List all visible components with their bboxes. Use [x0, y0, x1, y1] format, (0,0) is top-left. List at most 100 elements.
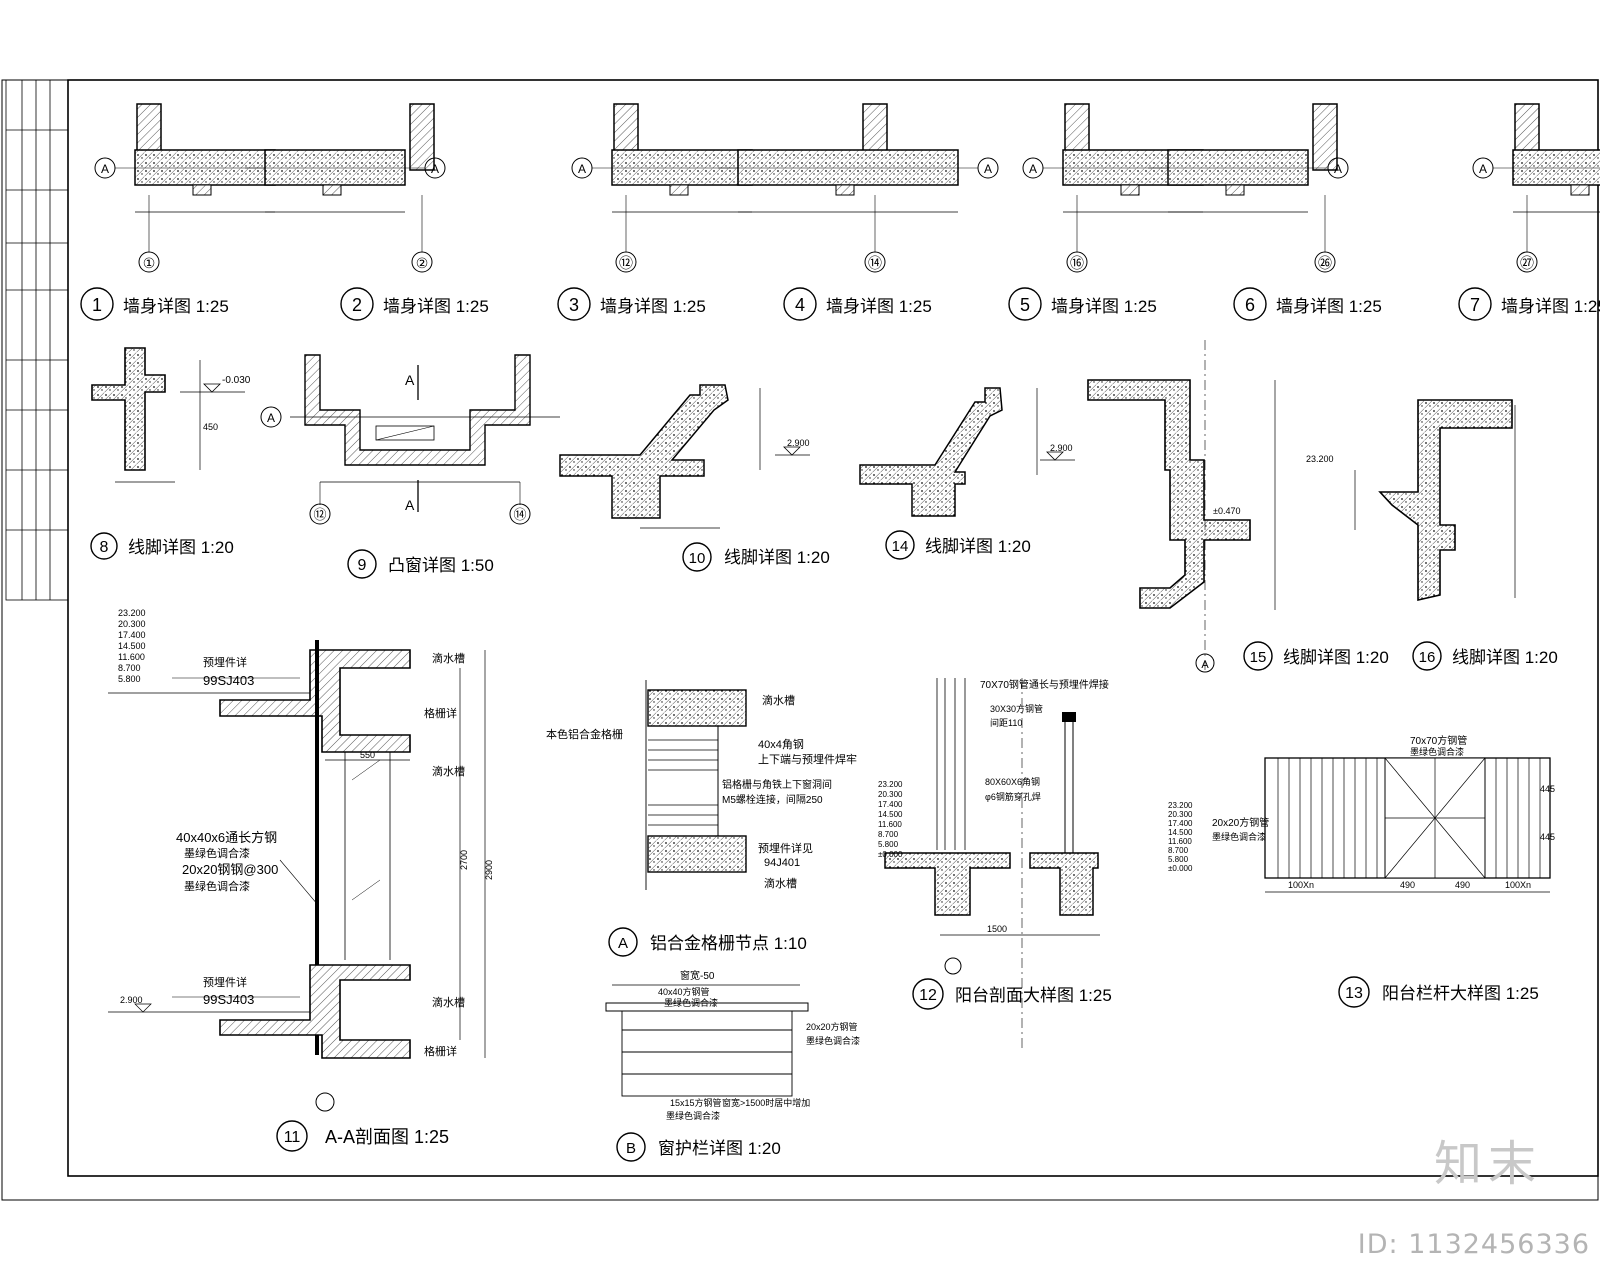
axis-bubble	[1516, 251, 1538, 273]
detail-4-num-circle	[783, 287, 817, 321]
d13-note-3: 20x20方钢管	[1212, 816, 1269, 829]
detail-b-num: B	[626, 1140, 636, 1157]
d12-elev-right-7: ±0.000	[1168, 864, 1193, 873]
d11-elev-2: 17.400	[118, 630, 146, 640]
d13-note-2: 墨绿色调合漆	[1410, 746, 1464, 757]
detail-8-num-circle	[90, 532, 118, 560]
d12-elev-right-3: 14.500	[1168, 828, 1193, 837]
grid-label: A	[431, 162, 439, 176]
d11-dim-a: 2900	[484, 860, 494, 880]
detail-9-axis-left: ⑫	[313, 507, 326, 522]
d12-dim-width: 1500	[987, 924, 1007, 934]
d11-elev-5: 8.700	[118, 663, 141, 673]
d11-callout-4: 滴水槽	[432, 995, 465, 1009]
detail-b-note-2: 20x20方钢管	[806, 1021, 858, 1032]
d12-elev-left-7: ±0.000	[878, 850, 903, 859]
d13-dim-4: 100Xn	[1505, 880, 1531, 890]
d13-dim-5: 445	[1540, 784, 1555, 794]
d11-elev-1: 20.300	[118, 619, 146, 629]
d12-elev-right-4: 11.600	[1168, 837, 1192, 846]
d12-elev-right-5: 8.700	[1168, 846, 1189, 855]
detail-1-num: 1	[92, 295, 102, 315]
d11-elev-0: 23.200	[118, 608, 146, 618]
d11-axis-bubble	[315, 1092, 335, 1112]
detail-b: 窗宽-50 40x40方钢管墨绿色调合漆20x20方钢管墨绿色调合漆15x15方…	[605, 969, 860, 1162]
grid-a-bubble	[571, 157, 593, 179]
d12-elev-left-6: 5.800	[878, 840, 899, 849]
detail-16: 23.200 16 线脚详图 1:20	[1306, 399, 1558, 671]
d12-elev-left-2: 17.400	[878, 800, 903, 809]
d12-elev-right-1: 20.300	[1168, 810, 1193, 819]
d11-dim-c: 550	[360, 750, 375, 760]
d11-dim-b: 2700	[459, 850, 469, 870]
title-strip	[5, 79, 69, 601]
detail-5-num: 5	[1020, 295, 1030, 315]
grid-a-bubble	[424, 157, 446, 179]
detail-8-title: 线脚详图 1:20	[128, 538, 234, 557]
detail-15: ±0.470 A 15 线脚详图 1:20	[1087, 340, 1389, 673]
detail-6-num-circle	[1233, 287, 1267, 321]
d11-callout-5: 格栅详	[424, 1044, 457, 1058]
detail-3-num: 3	[569, 295, 579, 315]
axis-bubble	[138, 251, 160, 273]
detail-7-title: 墙身详图 1:25	[1501, 297, 1600, 316]
detail-14-num: 14	[892, 538, 909, 555]
detail-2-num: 2	[352, 295, 362, 315]
detail-3-title: 墙身详图 1:25	[600, 297, 706, 316]
d12-note-0: 70X70钢管通长与预埋件焊接	[980, 678, 1109, 691]
detail-4-title: 墙身详图 1:25	[826, 297, 932, 316]
grid-label: A	[1334, 162, 1342, 176]
grid-a-bubble	[260, 406, 282, 428]
d12-note-4: φ6钢筋穿孔焊	[985, 791, 1041, 802]
detail-3-num-circle	[557, 287, 591, 321]
grid-label: A	[578, 162, 586, 176]
d12-elev-right-0: 23.200	[1168, 801, 1193, 810]
detail-a-num: A	[618, 935, 628, 952]
d12-elev-left-0: 23.200	[878, 780, 903, 789]
detail-8-elev: -0.030	[222, 375, 251, 386]
detail-b-note-3: 墨绿色调合漆	[806, 1035, 860, 1046]
inner-border	[67, 79, 1599, 1177]
detail-b-note-6: 窗宽>1500时居中增加	[722, 1097, 810, 1108]
detail-b-top-dim: 窗宽-50	[680, 969, 715, 982]
detail-8-num: 8	[100, 539, 109, 556]
detail-10-num-circle	[682, 542, 712, 572]
axis-label: ⑯	[1070, 255, 1084, 271]
detail-11: 23.20020.30017.40014.50011.6008.7005.800…	[108, 608, 494, 1152]
grid-a-bubble	[977, 157, 999, 179]
axis-bubble	[411, 251, 433, 273]
detail-a-note-6: 预埋件详见	[758, 841, 813, 855]
section-a-top: A	[405, 372, 415, 388]
detail-b-note-0: 40x40方钢管	[658, 986, 710, 997]
detail-9-grid: A	[267, 411, 275, 425]
axis-bubble	[864, 251, 886, 273]
detail-a-note-4: 铝格栅与角铁上下窗洞间	[722, 778, 832, 791]
detail-12-num: 12	[919, 987, 937, 1004]
detail-15-elev: ±0.470	[1213, 506, 1240, 516]
d11-note1b: 墨绿色调合漆	[184, 846, 250, 860]
detail-b-num-circle	[616, 1132, 646, 1162]
d13-dim-6: 445	[1540, 832, 1555, 842]
detail-15-num-circle	[1243, 641, 1273, 671]
detail-10-elev: 2.900	[787, 438, 810, 448]
detail-b-title: 窗护栏详图 1:20	[658, 1139, 781, 1158]
d11-ref2: 预埋件详	[203, 975, 247, 989]
detail-13-title: 阳台栏杆大样图 1:25	[1382, 984, 1539, 1003]
detail-7-num-circle	[1458, 287, 1492, 321]
d12-axis-bubble	[944, 957, 962, 975]
detail-10: 2.900 10 线脚详图 1:20	[559, 384, 830, 572]
detail-9-num-circle	[347, 549, 377, 579]
grid-label: A	[984, 162, 992, 176]
d12-note-3: 80X60X6角钢	[985, 776, 1040, 787]
detail-13-num-circle	[1338, 976, 1370, 1008]
axis-label: ⑭	[868, 255, 882, 271]
detail-a-note-7: 94J401	[764, 857, 800, 869]
axis-12-bubble	[309, 503, 331, 525]
detail-1-num-circle	[80, 287, 114, 321]
